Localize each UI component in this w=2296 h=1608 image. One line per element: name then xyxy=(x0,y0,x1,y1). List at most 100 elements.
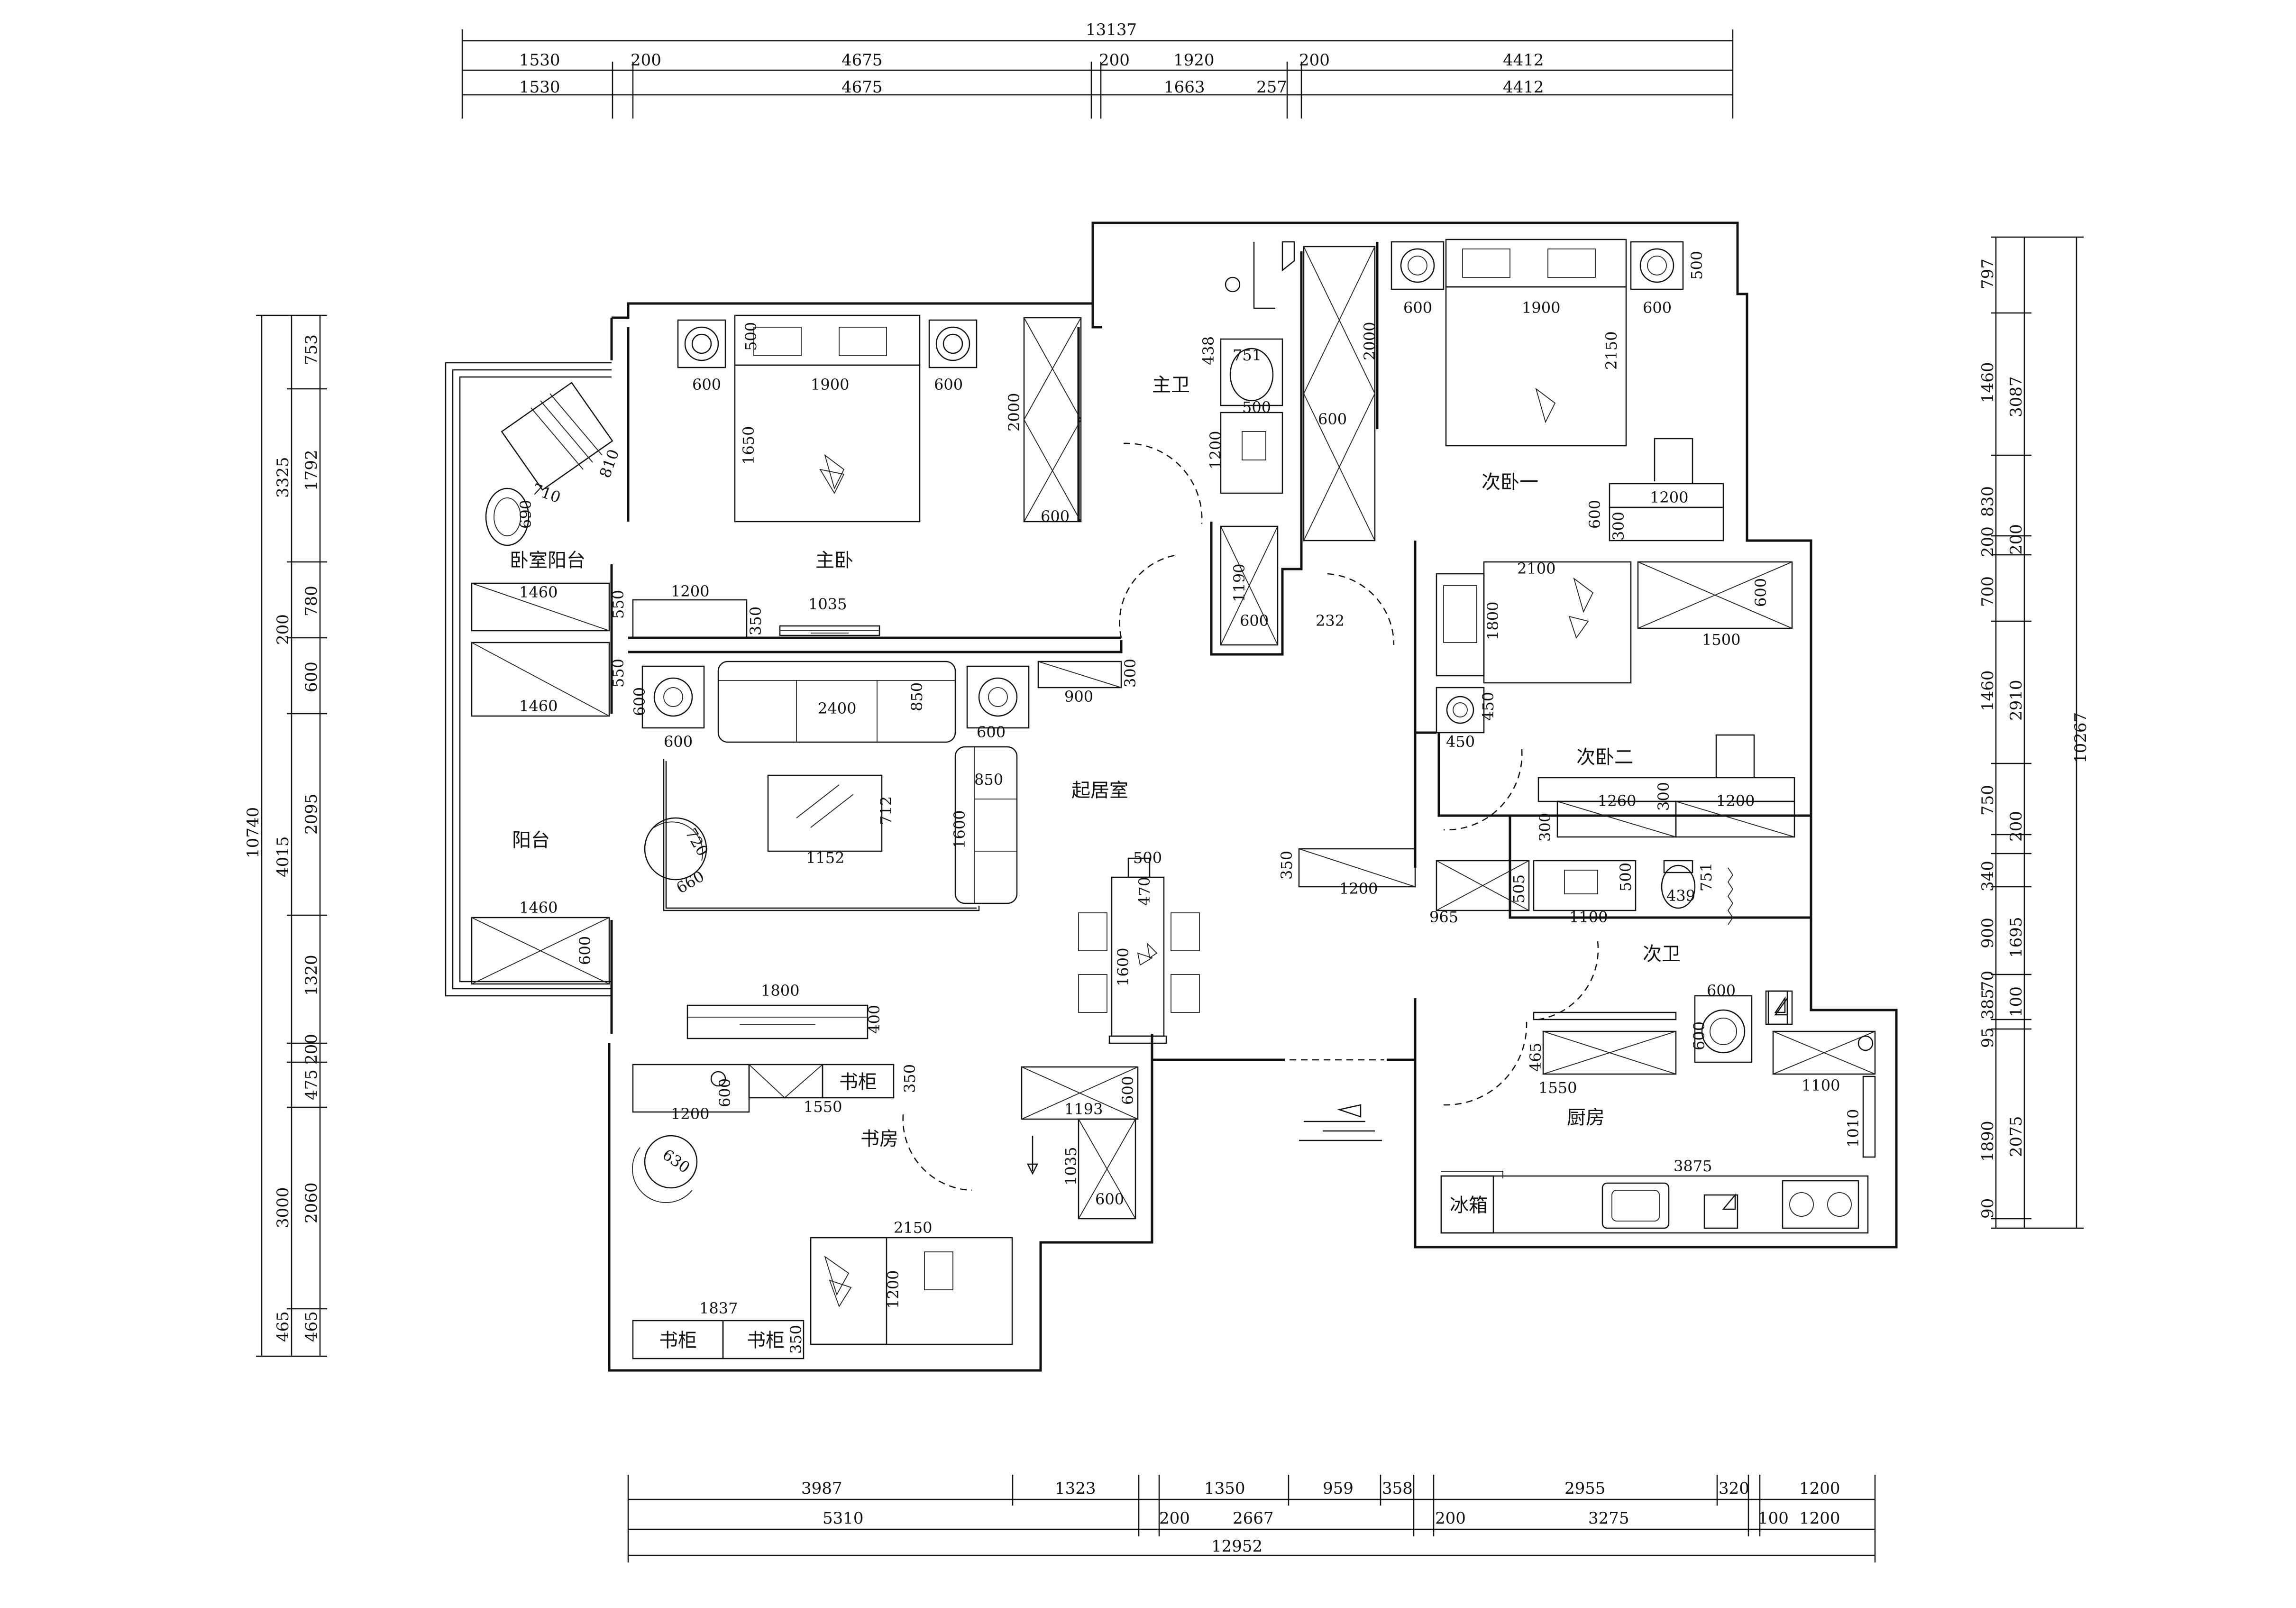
m-study-cab: 1550 xyxy=(804,1098,842,1116)
bedroom-two-furniture: 2100 1800 1500 600 450 450 次卧二 1260 300 … xyxy=(1436,560,1795,842)
m-b2-bed-len: 2100 xyxy=(1517,560,1555,578)
dim-left-mid-3: 3000 xyxy=(274,1187,293,1228)
dim-bottom-r1-3: 959 xyxy=(1323,1479,1354,1498)
master-bedroom-furniture: 主卧 600 1900 600 500 1650 2000 600 xyxy=(677,314,1082,571)
dim-right-inner-11: 95 xyxy=(1978,1028,1997,1048)
dim-top-r2-4: 4412 xyxy=(1503,78,1544,97)
entry-marker xyxy=(1026,1104,1382,1175)
dim-left-mid-1: 200 xyxy=(274,614,293,645)
dim-left-mid-0: 3325 xyxy=(274,457,293,498)
m-washer-d: 600 xyxy=(1690,1021,1708,1050)
top-dimensions: 13137 1530 200 4675 200 1920 200 4412 15… xyxy=(461,20,1734,119)
kitchen-furniture: 600 600 1550 465 1100 1010 厨房 冰箱 3875 xyxy=(1440,982,1876,1234)
m-b2-cab-b: 1200 xyxy=(1716,792,1755,810)
m-study-wardrobe: 1193 xyxy=(1064,1100,1103,1118)
dim-right-mid-5: 100 xyxy=(2007,986,2026,1017)
fridge-label: 冰箱 xyxy=(1450,1195,1488,1216)
dim-top-r1-1: 200 xyxy=(631,51,661,70)
m-mb-wardrobe-h: 2000 xyxy=(1005,393,1023,432)
dim-right-inner-5: 1460 xyxy=(1978,670,1997,711)
dim-left-inner-6: 200 xyxy=(302,1034,321,1065)
m-b1-side-right: 600 xyxy=(1643,299,1672,317)
dim-bottom-total: 12952 xyxy=(1211,1537,1262,1556)
dim-left-inner-1: 1792 xyxy=(302,450,321,491)
dim-left-total: 10740 xyxy=(244,807,263,858)
dim-bottom-r1-2: 1350 xyxy=(1204,1479,1245,1498)
m-bath2-wc-d: 751 xyxy=(1697,863,1715,891)
m-mb-side-right: 600 xyxy=(934,376,963,394)
study-furniture: 1800 400 书柜 1200 600 1550 350 630 书房 119… xyxy=(632,982,1139,1360)
dim-bottom-r1-0: 3987 xyxy=(801,1479,842,1498)
m-bal-cab-low-d: 600 xyxy=(576,936,594,965)
m-mb-head: 500 xyxy=(742,322,760,351)
dim-right-mid-2: 2910 xyxy=(2007,680,2026,721)
m-bal-cab-low: 1460 xyxy=(519,899,558,917)
m-sofa-b: 850 xyxy=(974,771,1003,789)
m-coffee-d: 712 xyxy=(877,796,895,825)
dim-right-inner-10: 385 xyxy=(1978,989,1997,1020)
m-mb-side-left: 600 xyxy=(692,376,721,394)
m-b1-wardrobe-h: 2000 xyxy=(1361,322,1379,360)
m-b2-wardrobe-d: 600 xyxy=(1752,578,1770,607)
dim-right-inner-2: 830 xyxy=(1978,486,1997,517)
room-bedroom-two: 次卧二 xyxy=(1576,746,1633,768)
dim-bottom-r2-5: 100 xyxy=(1758,1509,1789,1528)
m-bath2-cab-d: 505 xyxy=(1510,874,1528,903)
m-washer: 600 xyxy=(1707,982,1736,1000)
m-mbath-basin-l: 1200 xyxy=(1207,431,1225,469)
dim-top-r1-2: 4675 xyxy=(842,51,883,70)
m-bath2-basin-d: 500 xyxy=(1617,863,1635,891)
m-sofa-b-len: 1600 xyxy=(951,810,969,849)
m-dining-w: 500 xyxy=(1133,849,1162,867)
m-sofa-depth: 850 xyxy=(908,682,926,711)
dim-bottom-r1-4: 358 xyxy=(1382,1479,1413,1498)
m-study-bed-w: 1200 xyxy=(884,1270,902,1309)
m-study-wardrobe-w: 600 xyxy=(1095,1190,1124,1208)
m-mb-desk: 1200 xyxy=(671,582,709,600)
m-bath2-wc: 439 xyxy=(1666,887,1695,905)
m-mb-desk-d: 350 xyxy=(747,606,765,635)
m-bal-cab-mid: 1460 xyxy=(519,697,558,715)
m-b2-night: 450 xyxy=(1446,733,1475,751)
dim-right-inner-1: 1460 xyxy=(1978,362,1997,403)
m-mbath-basin: 500 xyxy=(1242,398,1271,416)
room-living: 起居室 xyxy=(1071,780,1128,801)
study-bookcase-label-left: 书柜 xyxy=(659,1330,697,1351)
m-shoe-cab-d: 300 xyxy=(1121,659,1139,688)
hall-cabinet: 1200 350 xyxy=(1278,848,1416,898)
room-second-bath: 次卫 xyxy=(1643,943,1681,965)
dim-left-mid-4: 465 xyxy=(274,1311,293,1342)
m-mb-wardrobe-d: 600 xyxy=(1041,507,1070,525)
dim-left-inner-5: 1320 xyxy=(302,955,321,996)
dim-left-inner-2: 780 xyxy=(302,586,321,616)
m-study-shelf-d: 350 xyxy=(787,1325,805,1354)
m-dining-len: 1600 xyxy=(1114,948,1132,986)
m-shoe-cab: 900 xyxy=(1064,688,1093,706)
right-dimensions: 10267 3087 200 2910 200 1695 100 2075 79… xyxy=(1978,236,2090,1229)
m-b1-desk: 1200 xyxy=(1650,488,1688,506)
dim-right-inner-12: 1890 xyxy=(1978,1121,1997,1162)
walls xyxy=(608,221,1898,1372)
dim-top-r2-3: 257 xyxy=(1256,78,1287,97)
m-kit-cab-upper-d: 465 xyxy=(1527,1043,1545,1072)
m-kit-corner: 1100 xyxy=(1802,1076,1840,1094)
m-sofa-side-left-d: 600 xyxy=(631,687,649,716)
bottom-dimensions: 3987 1323 1350 959 358 2955 320 1200 531… xyxy=(627,1475,1876,1562)
master-bath-furniture: 主卫 751 438 500 1200 1190 600 232 xyxy=(1152,241,1376,646)
balcony-frame xyxy=(445,362,612,997)
living-furniture: 600 600 2400 850 600 900 300 850 1600 11… xyxy=(631,659,1139,911)
m-tv-stand: 1035 xyxy=(808,595,847,613)
m-b1-wardrobe-d: 600 xyxy=(1318,410,1347,428)
m-sofa-side-right: 600 xyxy=(977,723,1006,741)
m-bath2-cab: 965 xyxy=(1429,908,1458,926)
study-bookcase-label-top: 书柜 xyxy=(839,1071,877,1093)
dim-bottom-r2-1: 200 xyxy=(1159,1509,1190,1528)
m-b1-bed-w: 1900 xyxy=(1522,299,1560,317)
dim-left-mid-2: 4015 xyxy=(274,836,293,877)
m-arm-a: 720 xyxy=(682,825,712,859)
dim-left-inner-9: 465 xyxy=(302,1311,321,1342)
study-bookcase-label-right: 书柜 xyxy=(747,1330,785,1351)
dim-right-mid-3: 200 xyxy=(2007,811,2026,842)
m-study-shelf: 1837 xyxy=(699,1299,738,1317)
room-balcony: 阳台 xyxy=(512,829,550,851)
